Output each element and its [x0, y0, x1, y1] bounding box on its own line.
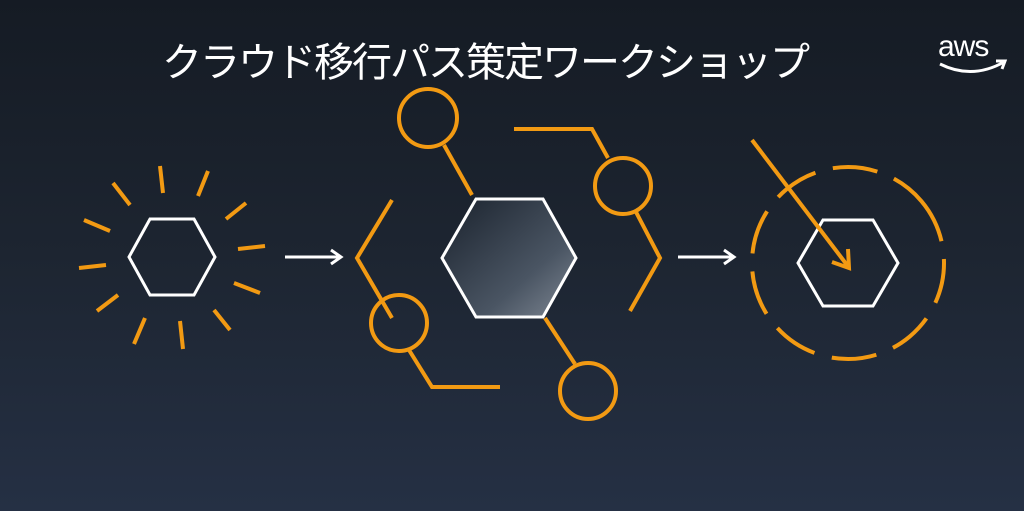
- targeted-hexagon-icon: [750, 138, 946, 361]
- target-arrow-icon: [750, 138, 849, 267]
- aws-logo-text: aws: [938, 30, 988, 63]
- hexagon-icon: [127, 217, 217, 297]
- node-circle-top-icon: [397, 87, 459, 149]
- aws-logo-icon: aws: [938, 30, 1008, 74]
- aws-smile-icon: [939, 60, 1005, 74]
- node-circle-bottom-icon: [558, 361, 618, 421]
- arrow-right-icon: [678, 248, 737, 266]
- rays-icon: [78, 165, 266, 350]
- dashed-target-circle-icon: [750, 165, 946, 361]
- radiating-hexagon-icon: [78, 165, 266, 350]
- central-hexagon-icon: [440, 197, 578, 319]
- node-circle-left-icon: [369, 293, 429, 353]
- slide-title: クラウド移行パス策定ワークショップ: [162, 40, 810, 86]
- node-circle-right-icon: [593, 156, 653, 216]
- connected-hexagon-network-icon: [354, 87, 663, 421]
- aws-smile-arrowhead-icon: [996, 59, 1008, 70]
- target-hexagon-icon: [796, 218, 900, 308]
- left-bracket-icon: [354, 198, 394, 320]
- arrow-right-icon: [285, 248, 344, 266]
- right-bracket-icon: [628, 211, 663, 312]
